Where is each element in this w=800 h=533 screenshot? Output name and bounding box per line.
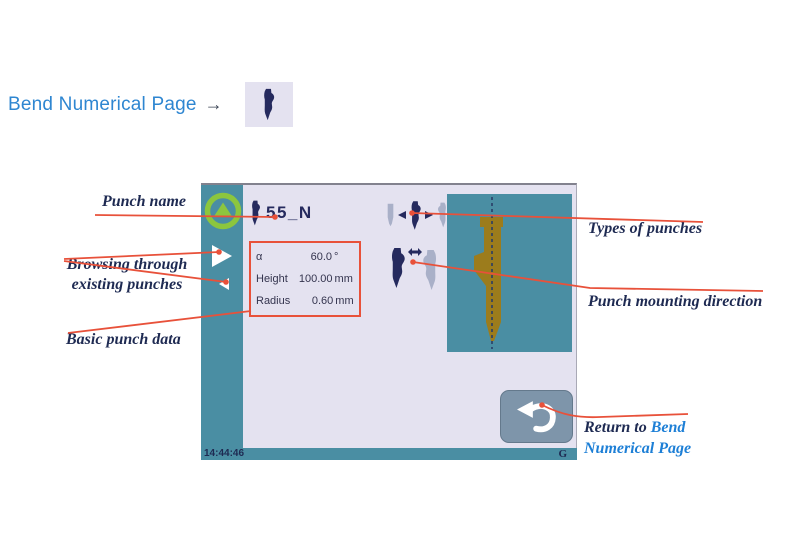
arrow-right-icon — [425, 211, 433, 219]
triangle-right-icon — [212, 245, 232, 267]
punch-right-icon — [423, 250, 437, 290]
punch-left-icon — [391, 248, 405, 288]
status-bar: 14:44:46 G — [201, 448, 577, 460]
triangle-left-icon — [219, 278, 229, 290]
straight-punch-icon — [387, 203, 394, 227]
punch-page-button[interactable] — [244, 82, 293, 127]
callout-return: Return to Bend Numerical Page — [584, 419, 692, 457]
tool-menu-button[interactable] — [203, 191, 243, 231]
previous-punch-button[interactable] — [219, 277, 230, 290]
punch-icon — [252, 200, 260, 226]
callout-mounting: Punch mounting direction — [588, 293, 763, 310]
data-row-height: Height 100.00 mm — [256, 273, 353, 285]
arrow-left-right-icon — [408, 248, 422, 256]
clock: 14:44:46 — [204, 448, 245, 459]
punch-data-box: α 60.0 ° Height 100.00 mm Radius 0.60 mm — [249, 241, 361, 317]
control-screen: 55_N α 60.0 ° Height 100.00 mm Radius 0.… — [201, 183, 577, 460]
intro-row: Bend Numerical Page → — [8, 82, 293, 127]
selected-punch-icon — [411, 200, 421, 230]
punch-icon — [264, 88, 275, 121]
right-arrow: → — [204, 94, 223, 114]
next-punch-button[interactable] — [210, 244, 234, 268]
bend-numerical-page-label: Bend Numerical Page — [8, 93, 197, 115]
punch-preview — [447, 194, 572, 352]
data-row-radius: Radius 0.60 mm — [256, 295, 354, 307]
callout-types: Types of punches — [588, 220, 703, 237]
sidebar — [201, 185, 243, 448]
callout-basic-data: Basic punch data — [66, 331, 181, 348]
logo: G — [558, 448, 567, 460]
punch-profile-drawing — [474, 197, 503, 349]
arrow-left-icon — [398, 211, 406, 219]
callout-browsing: Browsing through existing punches — [66, 256, 188, 293]
eject-circle-icon — [204, 192, 242, 230]
return-arrow-icon — [516, 400, 556, 432]
punch-type-selector[interactable] — [385, 196, 451, 234]
data-row-alpha: α 60.0 ° — [256, 251, 339, 263]
return-button[interactable] — [500, 390, 573, 443]
punch-mounting-selector[interactable] — [387, 244, 443, 294]
punch-name-value: 55_N — [266, 203, 313, 222]
callout-punch-name: Punch name — [101, 193, 186, 210]
punch-name-row: 55_N — [249, 200, 313, 226]
